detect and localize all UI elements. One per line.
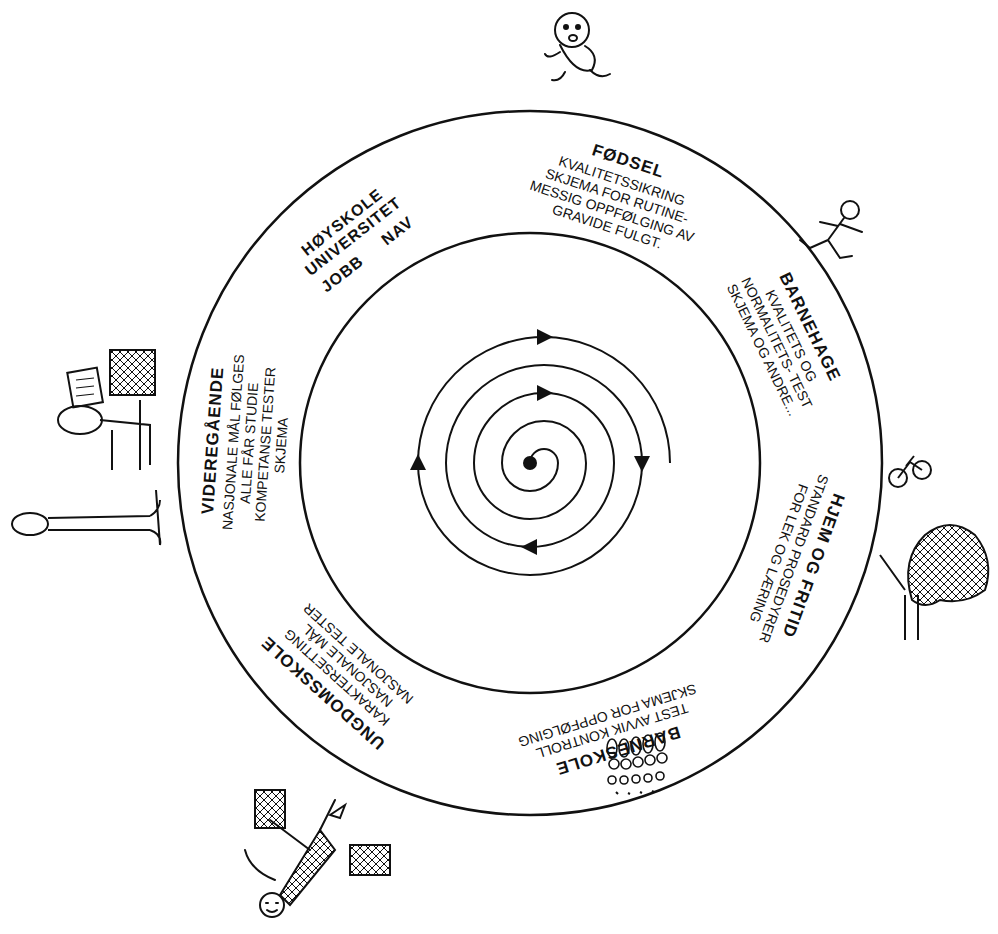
inner-circle — [300, 233, 760, 693]
spiral — [418, 337, 670, 575]
arrowhead — [537, 329, 553, 345]
arrowhead — [410, 454, 426, 470]
ring-sector: UNGDOMSSKOLEKARAKTERSETTING NASJONALE MÅ… — [246, 585, 434, 764]
student-at-desk — [58, 350, 155, 470]
bicycle — [889, 456, 931, 487]
ring-sector: BARNESKOLETEST AVVIK KONTROLL SKJEMA FOR… — [509, 679, 716, 789]
arrowhead — [521, 539, 537, 555]
ring-sector: HJEM OG FRITIDSTANDARD PROSEDYRER FOR LE… — [739, 462, 854, 659]
graduate-figure — [245, 790, 390, 917]
arrowhead — [634, 456, 650, 472]
outer-circle — [178, 111, 882, 815]
spiral-arrows — [410, 329, 650, 555]
running-figure — [800, 201, 862, 258]
tree — [880, 525, 988, 640]
arrowhead — [537, 385, 553, 401]
ring-sector: HØYSKOLE UNIVERSITETJOBBNAV — [262, 157, 448, 321]
ring-sector: VIDEREGÅENDENASJONALE MÅL FØLGES ALLE FÅ… — [197, 345, 296, 541]
spiral-center — [523, 456, 537, 470]
sector-text: NASJONALE MÅL FØLGES ALLE FÅR STUDIE KOM… — [218, 347, 295, 541]
baby-figure — [545, 13, 610, 80]
ring-sector: BARNEHAGEKVALITETS OG NORMALITETS- TEST … — [718, 246, 855, 429]
ring-sector: FØDSELKVALITETSSIKRING SKJEMA FOR RUTINE… — [514, 122, 721, 262]
lying-figure — [12, 490, 160, 545]
ring — [178, 111, 882, 815]
